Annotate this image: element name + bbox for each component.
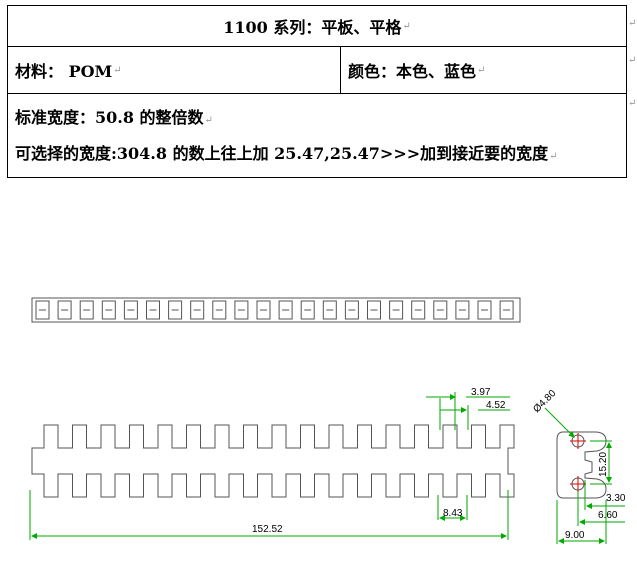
belt-module xyxy=(168,300,183,320)
paragraph-mark: ↵ xyxy=(204,115,213,126)
optional-width-line: 可选择的宽度:304.8 的数上往上加 25.47,25.47>>>加到接近要的… xyxy=(15,140,558,164)
side-view-dimensions xyxy=(29,392,510,540)
table-width-row: 标准宽度：50.8 的整倍数↵ 可选择的宽度:304.8 的数上往上加 25.4… xyxy=(8,94,626,177)
paragraph-mark: ↵ xyxy=(477,64,486,76)
color-text: 颜色：本色、蓝色 xyxy=(348,62,477,81)
belt-module xyxy=(322,300,337,320)
belt-module xyxy=(367,300,381,320)
row-end-mark: ↵ xyxy=(628,98,637,109)
belt-top-outline xyxy=(31,297,521,323)
belt-module xyxy=(212,300,227,320)
table-material-row: 材料： POM↵ 颜色：本色、蓝色↵ xyxy=(8,47,626,94)
row-end-mark: ↵ xyxy=(628,18,637,29)
material-cell: 材料： POM↵ xyxy=(8,47,341,93)
dim-width-label: 152.52 xyxy=(252,524,283,535)
belt-module xyxy=(256,300,271,320)
optional-width-text: 可选择的宽度:304.8 的数上往上加 25.47,25.47>>>加到接近要的… xyxy=(15,144,549,163)
belt-module xyxy=(35,300,50,320)
table-title-row: 1100 系列：平板、平格↵ xyxy=(8,6,626,47)
belt-module xyxy=(123,300,138,320)
standard-width-text: 标准宽度：50.8 的整倍数 xyxy=(15,108,204,127)
belt-module xyxy=(101,300,116,320)
dim-1520-label: 15.20 xyxy=(598,452,609,477)
standard-width-line: 标准宽度：50.8 的整倍数↵ xyxy=(15,104,213,128)
belt-profile-view: Ø4.80 15.20 3.30 6.60 9.00 xyxy=(531,388,626,544)
paragraph-mark: ↵ xyxy=(549,151,558,162)
paragraph-mark: ↵ xyxy=(113,64,122,76)
belt-top-view xyxy=(31,297,521,323)
dim-397-label: 3.97 xyxy=(471,387,491,398)
dim-330-label: 3.30 xyxy=(606,493,626,504)
belt-module xyxy=(455,300,470,320)
hole-diameter-label: Ø4.80 xyxy=(531,388,558,415)
belt-module xyxy=(57,300,72,320)
belt-module xyxy=(389,300,404,320)
hole-leader xyxy=(544,407,575,438)
color-cell: 颜色：本色、蓝色↵ xyxy=(341,47,626,93)
material-text: 材料： POM xyxy=(15,62,113,81)
belt-module xyxy=(411,300,426,320)
row-end-mark: ↵ xyxy=(628,55,637,66)
belt-module xyxy=(146,300,160,320)
dim-pitch-label: 8.43 xyxy=(443,508,463,519)
belt-top-modules xyxy=(35,300,514,320)
belt-module xyxy=(477,300,492,320)
belt-module xyxy=(344,300,359,320)
belt-module xyxy=(79,300,94,320)
belt-module xyxy=(234,300,249,320)
belt-module xyxy=(499,300,514,320)
series-title: 1100 系列：平板、平格 xyxy=(223,18,402,37)
dim-452-label: 4.52 xyxy=(486,400,506,411)
belt-side-view xyxy=(31,424,515,498)
belt-module xyxy=(190,300,205,320)
belt-module xyxy=(300,300,315,320)
spec-table: 1100 系列：平板、平格↵ 材料： POM↵ 颜色：本色、蓝色↵ 标准宽度：5… xyxy=(7,5,627,178)
paragraph-mark: ↵ xyxy=(402,20,411,32)
dim-660-label: 6.60 xyxy=(598,510,618,521)
belt-module xyxy=(278,300,293,320)
belt-side-profile xyxy=(31,424,515,498)
dim-900-label: 9.00 xyxy=(565,530,585,541)
belt-module xyxy=(433,300,448,320)
